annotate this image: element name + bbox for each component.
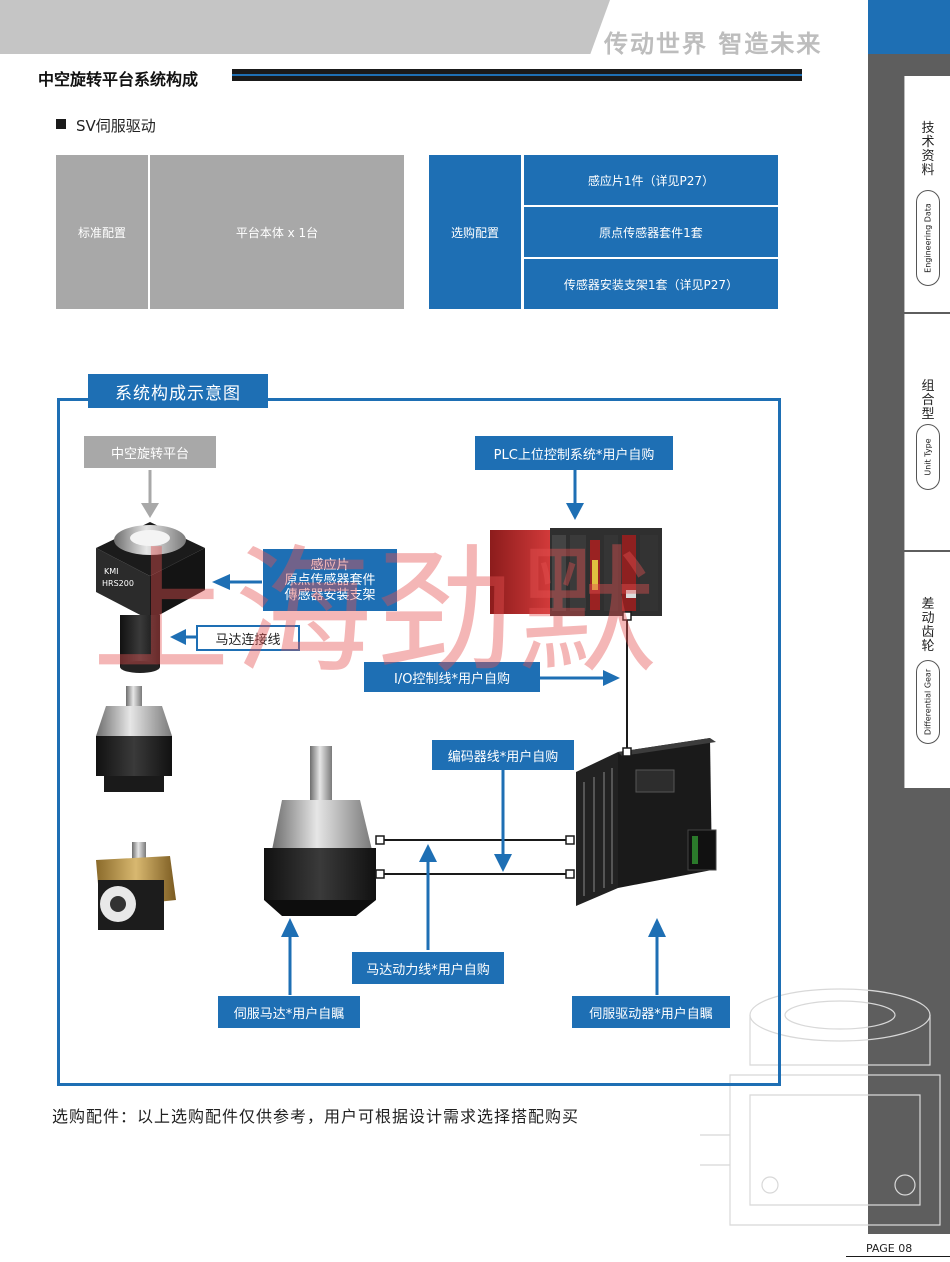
tab-label-en-pill: Differential Gear xyxy=(916,660,940,744)
servo-motor-label: 伺服马达*用户自瞩 xyxy=(218,996,360,1028)
section-title: 中空旋转平台系统构成 xyxy=(38,70,199,89)
platform-model-text: HRS200 xyxy=(102,579,134,588)
reducer-note-line: 转角减速机进行搭配运用 xyxy=(82,1010,192,1021)
standard-config-item: 平台本体 x 1台 xyxy=(150,155,404,309)
title-underline-bar xyxy=(232,69,802,81)
bullet-square-icon xyxy=(56,119,66,129)
tab-label-cn: 技术资料 xyxy=(921,121,935,178)
reducer-note: 平台与马达之间可根据设 备需求选购行星减速机或 转角减速机进行搭配运用 xyxy=(69,978,205,1023)
optional-config-item: 感应片1件（详见P27） xyxy=(524,155,778,205)
background-sketch xyxy=(700,988,941,1226)
diagram-arrows xyxy=(141,470,666,995)
right-angle-reducer-image xyxy=(96,842,176,930)
tab-engineering-data[interactable]: 技术资料 Engineering Data xyxy=(904,76,950,312)
tab-unit-type[interactable]: 组合型 Unit Type xyxy=(904,314,950,550)
sensor-kit-label: 感应片 原点传感器套件 傳感器安装支架 xyxy=(263,549,397,611)
encoder-cable-label: 编码器线*用户自购 xyxy=(432,740,574,770)
header-gray-band xyxy=(0,0,588,54)
tab-differential-gear[interactable]: 差动齿轮 Differential Gear xyxy=(904,552,950,788)
optional-config-item: 传感器安装支架1套（详见P27） xyxy=(524,259,778,309)
motor-cable-label: 马达连接线 xyxy=(196,625,300,651)
planetary-reducer-image xyxy=(96,686,172,792)
page-number: PAGE 08 xyxy=(866,1242,913,1255)
right-angle-reducer-caption: 转角减速机 xyxy=(104,944,170,959)
servo-motor-image xyxy=(264,746,376,916)
plc-system-image xyxy=(490,528,662,616)
tab-label-en-pill: Unit Type xyxy=(916,424,940,490)
header-blue-block xyxy=(868,0,950,54)
tab-label-en-pill: Engineering Data xyxy=(916,190,940,286)
tab-label-cn: 组合型 xyxy=(921,379,935,422)
diagram-frame xyxy=(57,398,781,1086)
plc-label: PLC上位控制系统*用户自购 xyxy=(475,436,673,470)
watermark-text: 上海劲默 xyxy=(92,532,661,693)
reducer-note-line: 平台与马达之间可根据设 xyxy=(82,980,192,991)
sensor-kit-line: 感应片 xyxy=(310,557,350,573)
standard-config-label: 标准配置 xyxy=(56,155,148,309)
optional-config-label: 选购配置 xyxy=(429,155,521,309)
planetary-reducer-caption: 行星减速机 xyxy=(104,810,170,825)
footer-note: 选购配件：以上选购配件仅供参考，用户可根据设计需求选择搭配购买 xyxy=(52,1107,580,1126)
sensor-kit-line: 原点传感器套件 xyxy=(284,572,376,588)
platform-model-text: KMI xyxy=(104,567,119,576)
header-slogan: 传动世界 智造未来 xyxy=(604,30,823,58)
optional-config-item: 原点传感器套件1套 xyxy=(524,207,778,257)
page-number-underline xyxy=(846,1256,950,1257)
rotary-platform-image: KMI HRS200 xyxy=(96,522,205,673)
power-cable-label: 马达动力线*用户自购 xyxy=(352,952,504,984)
sensor-kit-line: 傳感器安装支架 xyxy=(284,587,376,603)
section-subtitle: SV伺服驱动 xyxy=(76,117,156,135)
platform-label: 中空旋转平台 xyxy=(84,436,216,468)
io-cable-label: I/O控制线*用户自购 xyxy=(364,662,540,692)
servo-driver-label: 伺服驱动器*用户自瞩 xyxy=(572,996,730,1028)
servo-driver-image xyxy=(576,738,717,906)
tab-label-cn: 差动齿轮 xyxy=(921,597,935,654)
diagram-title: 系统构成示意图 xyxy=(88,374,268,408)
reducer-note-line: 备需求选购行星减速机或 xyxy=(82,995,192,1006)
